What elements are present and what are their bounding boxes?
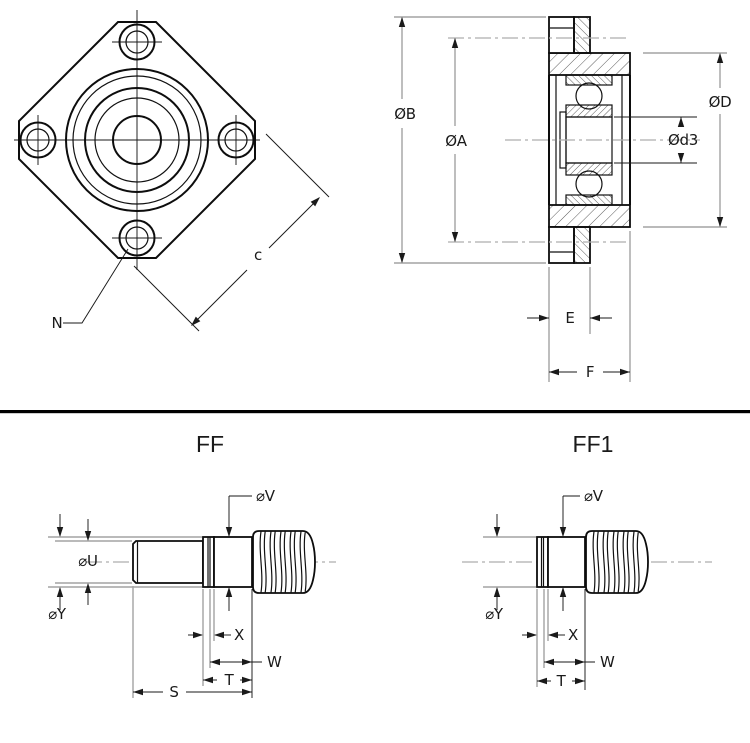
dim-dia-d3: Ød3 xyxy=(614,116,698,164)
dim-dia-a-label: ØA xyxy=(445,132,468,150)
ff-view: FF xyxy=(48,431,336,701)
ff-extension-lines xyxy=(48,536,253,698)
ff-shaft-body xyxy=(132,530,316,594)
ff-dim-w-label: W xyxy=(267,653,282,671)
ff-dim-t-label: T xyxy=(224,671,235,689)
ff-cylinder-section xyxy=(213,536,253,588)
bearing-ball-top xyxy=(575,82,603,110)
dim-f-label: F xyxy=(586,363,594,381)
ff1-title: FF1 xyxy=(573,431,614,457)
dim-dia-b-label: ØB xyxy=(394,105,416,123)
ff1-dim-x-label: X xyxy=(568,626,578,644)
dim-dia-d-label: ØD xyxy=(709,93,732,111)
front-view-flange: c N xyxy=(14,10,330,332)
dim-e: E xyxy=(527,267,612,382)
bearing-outer-ring-bottom xyxy=(565,194,613,206)
bearing-ball-bottom xyxy=(575,170,603,198)
ff1-groove-rings xyxy=(536,536,549,588)
bearing-inner-ring-bottom xyxy=(565,162,613,176)
flange-section-bottom xyxy=(548,204,631,228)
dim-c-label: c xyxy=(254,246,262,264)
ff1-dim-t: T xyxy=(537,672,585,690)
ff1-dia-y-label: ⌀Y xyxy=(485,605,504,623)
bearing-section xyxy=(559,74,613,206)
bearing-outer-ring-top xyxy=(565,74,613,86)
ff-dim-dia-v: ⌀V xyxy=(225,487,276,611)
ff-plain-shank xyxy=(132,540,204,584)
ff1-dim-x: X xyxy=(522,626,578,644)
bolt-holes xyxy=(19,23,255,257)
dim-f: F xyxy=(549,231,631,382)
ff1-view: FF1 xyxy=(462,431,712,690)
ff1-thread-section xyxy=(585,530,649,594)
ff-dim-x-label: X xyxy=(234,626,244,644)
bolt-boss-top xyxy=(548,16,591,54)
dim-e-label: E xyxy=(565,309,574,327)
ff-dia-u-label: ⌀U xyxy=(78,552,97,570)
section-centerlines xyxy=(448,37,700,243)
ff-dim-s: S xyxy=(133,683,252,701)
bearing-inner-ring-top xyxy=(565,104,613,118)
flange-section-top xyxy=(548,52,631,76)
ff-dim-s-label: S xyxy=(169,683,178,701)
ff-thread-flanks xyxy=(259,531,307,593)
bolt-hole-n-label: N xyxy=(52,314,63,332)
dim-c: c xyxy=(133,133,330,332)
bolt-hole-top xyxy=(118,23,156,61)
ff1-dim-dia-v: ⌀V xyxy=(559,487,604,611)
flange-body-outline xyxy=(18,21,256,259)
ff-dim-t: T xyxy=(203,671,252,689)
flange-center-circles xyxy=(65,68,209,212)
ff-dia-y-label: ⌀Y xyxy=(48,605,67,623)
ff-dia-v-label: ⌀V xyxy=(256,487,276,505)
ff1-dim-w-label: W xyxy=(600,653,615,671)
ff-dim-dia-y: ⌀Y xyxy=(48,514,67,623)
ff1-cylinder-section xyxy=(547,536,586,588)
ff1-dim-dia-y: ⌀Y xyxy=(485,514,504,623)
bolt-hole-right xyxy=(217,121,255,159)
bolt-hole-bottom xyxy=(118,219,156,257)
callout-n: N xyxy=(52,248,129,332)
ff1-dia-v-label: ⌀V xyxy=(584,487,604,505)
ff-thread-section xyxy=(252,530,316,594)
bolt-boss-bottom xyxy=(548,226,591,264)
bolt-hole-left xyxy=(19,121,57,159)
ff1-dim-w: W xyxy=(544,653,615,671)
dim-dia-a: ØA xyxy=(445,38,468,242)
section-view-housing: ØB ØA ØD Ød3 xyxy=(394,16,732,382)
section-divider xyxy=(0,410,750,414)
ff-dim-x: X xyxy=(188,626,244,644)
ff-dim-w: W xyxy=(210,653,282,671)
ff1-shaft-body xyxy=(536,530,649,594)
dim-dia-d3-label: Ød3 xyxy=(668,131,698,149)
dim-dia-b: ØB xyxy=(394,16,546,264)
ff1-dim-t-label: T xyxy=(556,672,567,690)
ff-title: FF xyxy=(196,431,224,457)
dim-dia-d: ØD xyxy=(643,52,732,228)
ff-dim-dia-u: ⌀U xyxy=(78,519,98,605)
ff1-extension-lines xyxy=(483,536,586,690)
ff1-thread-flanks xyxy=(592,531,640,593)
